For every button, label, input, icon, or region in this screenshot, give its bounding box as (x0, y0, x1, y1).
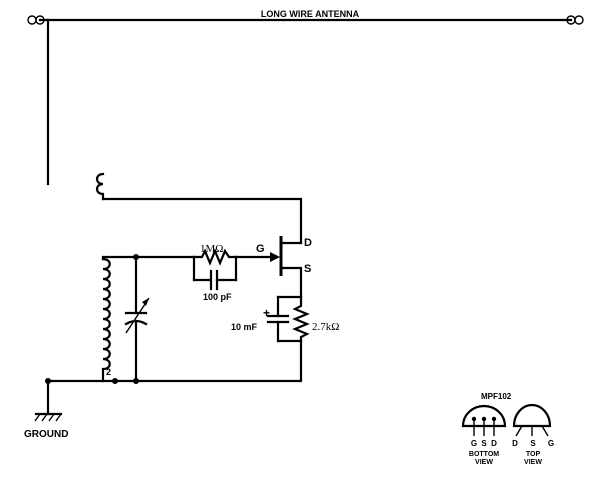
antenna-left-insulator-icon (27, 15, 45, 25)
pin-g-label: G (256, 243, 265, 255)
source-resistor-label: 2.7kΩ (312, 321, 339, 333)
pin-s-label: S (304, 263, 311, 275)
source-capacitor-label: 10 mF (231, 322, 258, 332)
source-capacitor-plus: + (263, 306, 270, 320)
source-capacitor-icon (266, 295, 290, 343)
bottom-view-label-2: VIEW (475, 459, 493, 466)
ground-rail-wire (46, 339, 303, 383)
top-pin-d: D (512, 439, 518, 448)
tuning-coil-icon (101, 257, 111, 383)
top-pin-g: G (548, 439, 554, 448)
gate-arrow-icon (270, 252, 280, 262)
junction-dot (112, 378, 118, 384)
top-rail-wire (101, 255, 196, 261)
bottom-view-label: BOTTOM (469, 451, 499, 458)
mpf102-part-label: MPF102 (481, 392, 512, 401)
junction-dot (133, 378, 139, 384)
drain-wire (101, 197, 303, 245)
mpf102-pinout-inset: MPF102 G S D BOTTOM VIEW D S G TOP VIEW (461, 392, 554, 466)
ground-icon (34, 412, 63, 422)
top-view-label-2: VIEW (524, 459, 542, 466)
pin-d-label: D (304, 237, 312, 249)
bottom-view-package-icon (461, 404, 507, 436)
gate-resistor-icon (192, 248, 238, 282)
coil-tap-label: 2 (106, 367, 111, 377)
antenna-wire (38, 18, 573, 186)
antenna-right-insulator-icon (566, 15, 584, 25)
coupling-coil-icon (95, 172, 105, 201)
ground-label: GROUND (24, 429, 68, 440)
junction-dot (133, 254, 139, 260)
top-view-package-icon (512, 403, 552, 437)
source-resistor-icon (292, 295, 310, 343)
gate-capacitor-icon (192, 269, 238, 291)
gate-capacitor-label: 100 pF (203, 292, 232, 302)
bottom-pin-d: D (491, 439, 497, 448)
bottom-pin-g: G (471, 439, 477, 448)
gate-resistor-label: 1MΩ (200, 243, 223, 255)
top-pin-s: S (530, 439, 536, 448)
bottom-pin-s: S (481, 439, 487, 448)
junction-dot (45, 378, 51, 384)
variable-capacitor-icon (124, 255, 150, 383)
jfet-symbol-icon (279, 236, 303, 299)
top-view-label: TOP (526, 451, 541, 458)
antenna-label: LONG WIRE ANTENNA (261, 9, 360, 19)
